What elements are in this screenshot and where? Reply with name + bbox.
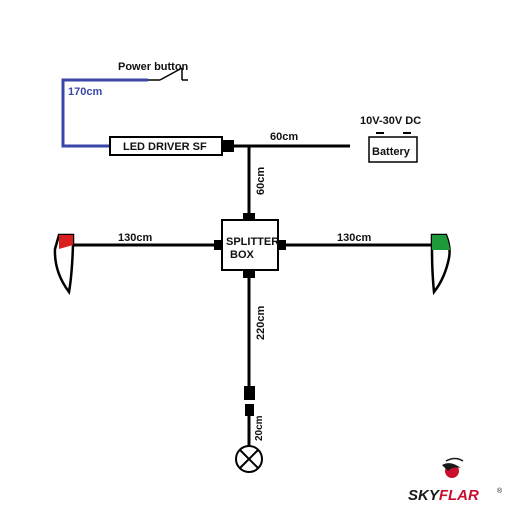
skyflar-logo-icon [442, 457, 464, 478]
led-driver-label: LED DRIVER SF [123, 141, 207, 153]
right-length-label: 130cm [337, 232, 371, 244]
blue-cable-length-label: 170cm [68, 86, 102, 98]
lamp-length-label: 20cm [254, 415, 265, 441]
driver-splitter-length-label: 60cm [255, 167, 267, 195]
bottom-connector-lower [245, 404, 254, 416]
splitter-label-line2: BOX [230, 249, 255, 261]
brand-name-part2: FLAR [439, 487, 479, 504]
led-driver-connector [222, 140, 234, 152]
blue-power-cable [61, 78, 148, 148]
blue-wire-path [61, 78, 148, 148]
brand-name: SKYFLAR [408, 487, 479, 504]
red-navigation-light [53, 233, 75, 296]
green-navigation-light [430, 233, 451, 296]
bottom-connector-upper [244, 386, 255, 400]
splitter-label-line1: SPLITTER [226, 236, 279, 248]
battery-icon [368, 132, 418, 163]
battery-voltage-label: 10V-30V DC [360, 115, 421, 127]
brand-name-part1: SKY [408, 487, 441, 504]
left-length-label: 130cm [118, 232, 152, 244]
driver-battery-length-label: 60cm [270, 131, 298, 143]
battery-label: Battery [372, 146, 411, 158]
splitter-connector-bottom [243, 269, 255, 278]
splitter-connector-left [214, 240, 223, 250]
power-button-switch [148, 67, 188, 81]
bottom-length-label: 220cm [255, 306, 267, 340]
splitter-connector-right [277, 240, 286, 250]
power-button-label: Power button [118, 61, 189, 73]
lamp-icon [235, 445, 263, 473]
brand-registered-mark: ® [497, 487, 503, 495]
splitter-connector-top [243, 213, 255, 221]
